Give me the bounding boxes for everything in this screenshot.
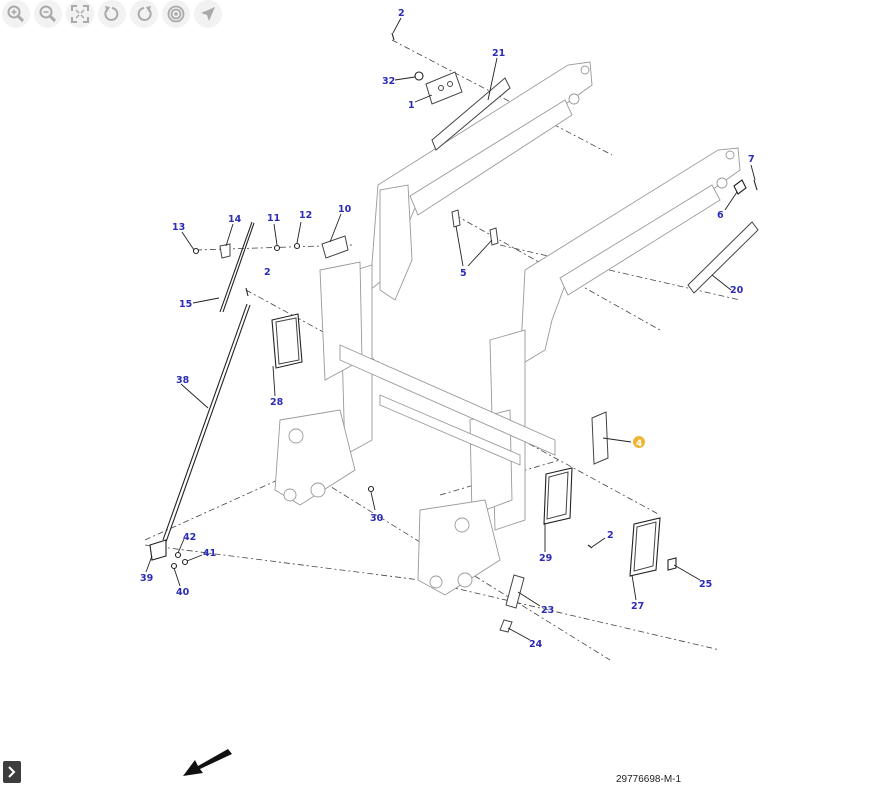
callout-39[interactable]: 39 [140, 573, 153, 584]
parts [149, 32, 759, 633]
zoom-in-button[interactable] [2, 0, 30, 28]
callout-32[interactable]: 32 [382, 76, 395, 87]
fit-screen-icon [71, 5, 89, 23]
callouts: 2 21 32 1 7 6 13 14 11 12 10 2 15 5 20 3… [140, 8, 755, 650]
callout-41[interactable]: 41 [203, 548, 216, 559]
callout-5[interactable]: 5 [460, 268, 467, 279]
navigate-arrow-icon [201, 7, 215, 21]
navigate-button[interactable] [194, 0, 222, 28]
callout-12[interactable]: 12 [299, 210, 312, 221]
zoom-out-icon [39, 5, 57, 23]
leader-lines [145, 17, 756, 641]
callout-30[interactable]: 30 [370, 513, 384, 524]
callout-13[interactable]: 13 [172, 222, 185, 233]
callout-4[interactable]: 4 [636, 439, 642, 449]
callout-10[interactable]: 10 [338, 204, 352, 215]
callout-21[interactable]: 21 [492, 48, 505, 59]
callout-29[interactable]: 29 [539, 553, 552, 564]
callout-24[interactable]: 24 [529, 639, 543, 650]
callout-4-highlight[interactable]: 4 [633, 436, 645, 449]
rotate-right-icon [137, 6, 152, 21]
callout-2[interactable]: 2 [398, 8, 405, 19]
callout-20[interactable]: 20 [730, 285, 744, 296]
callout-1[interactable]: 1 [408, 100, 415, 111]
callout-6[interactable]: 6 [717, 210, 724, 221]
callout-42[interactable]: 42 [183, 532, 196, 543]
target-icon [167, 5, 185, 23]
callout-14[interactable]: 14 [228, 214, 242, 225]
fit-to-screen-button[interactable] [66, 0, 94, 28]
callout-38[interactable]: 38 [176, 375, 190, 386]
zoom-in-icon [7, 5, 25, 23]
diagram-reference-number: 29776698-M-1 [616, 774, 682, 785]
callout-28[interactable]: 28 [270, 397, 284, 408]
front-direction-arrow [183, 749, 232, 776]
callout-2c[interactable]: 2 [607, 530, 614, 541]
callout-2b[interactable]: 2 [264, 267, 271, 278]
rotate-left-icon [104, 6, 119, 21]
zoom-out-button[interactable] [34, 0, 62, 28]
callout-40[interactable]: 40 [176, 587, 190, 598]
viewer-toolbar [2, 0, 222, 30]
left-boom-arm [274, 61, 593, 506]
callout-27[interactable]: 27 [631, 601, 644, 612]
callout-15[interactable]: 15 [179, 299, 192, 310]
target-button[interactable] [162, 0, 190, 28]
callout-25[interactable]: 25 [699, 579, 712, 590]
rotate-left-button[interactable] [98, 0, 126, 28]
callout-11[interactable]: 11 [267, 213, 280, 224]
chevron-right-icon [8, 766, 16, 778]
right-boom-arm [339, 147, 741, 596]
expand-panel-button[interactable] [3, 761, 21, 783]
rotate-right-button[interactable] [130, 0, 158, 28]
callout-7[interactable]: 7 [748, 154, 755, 165]
callout-23[interactable]: 23 [541, 605, 554, 616]
